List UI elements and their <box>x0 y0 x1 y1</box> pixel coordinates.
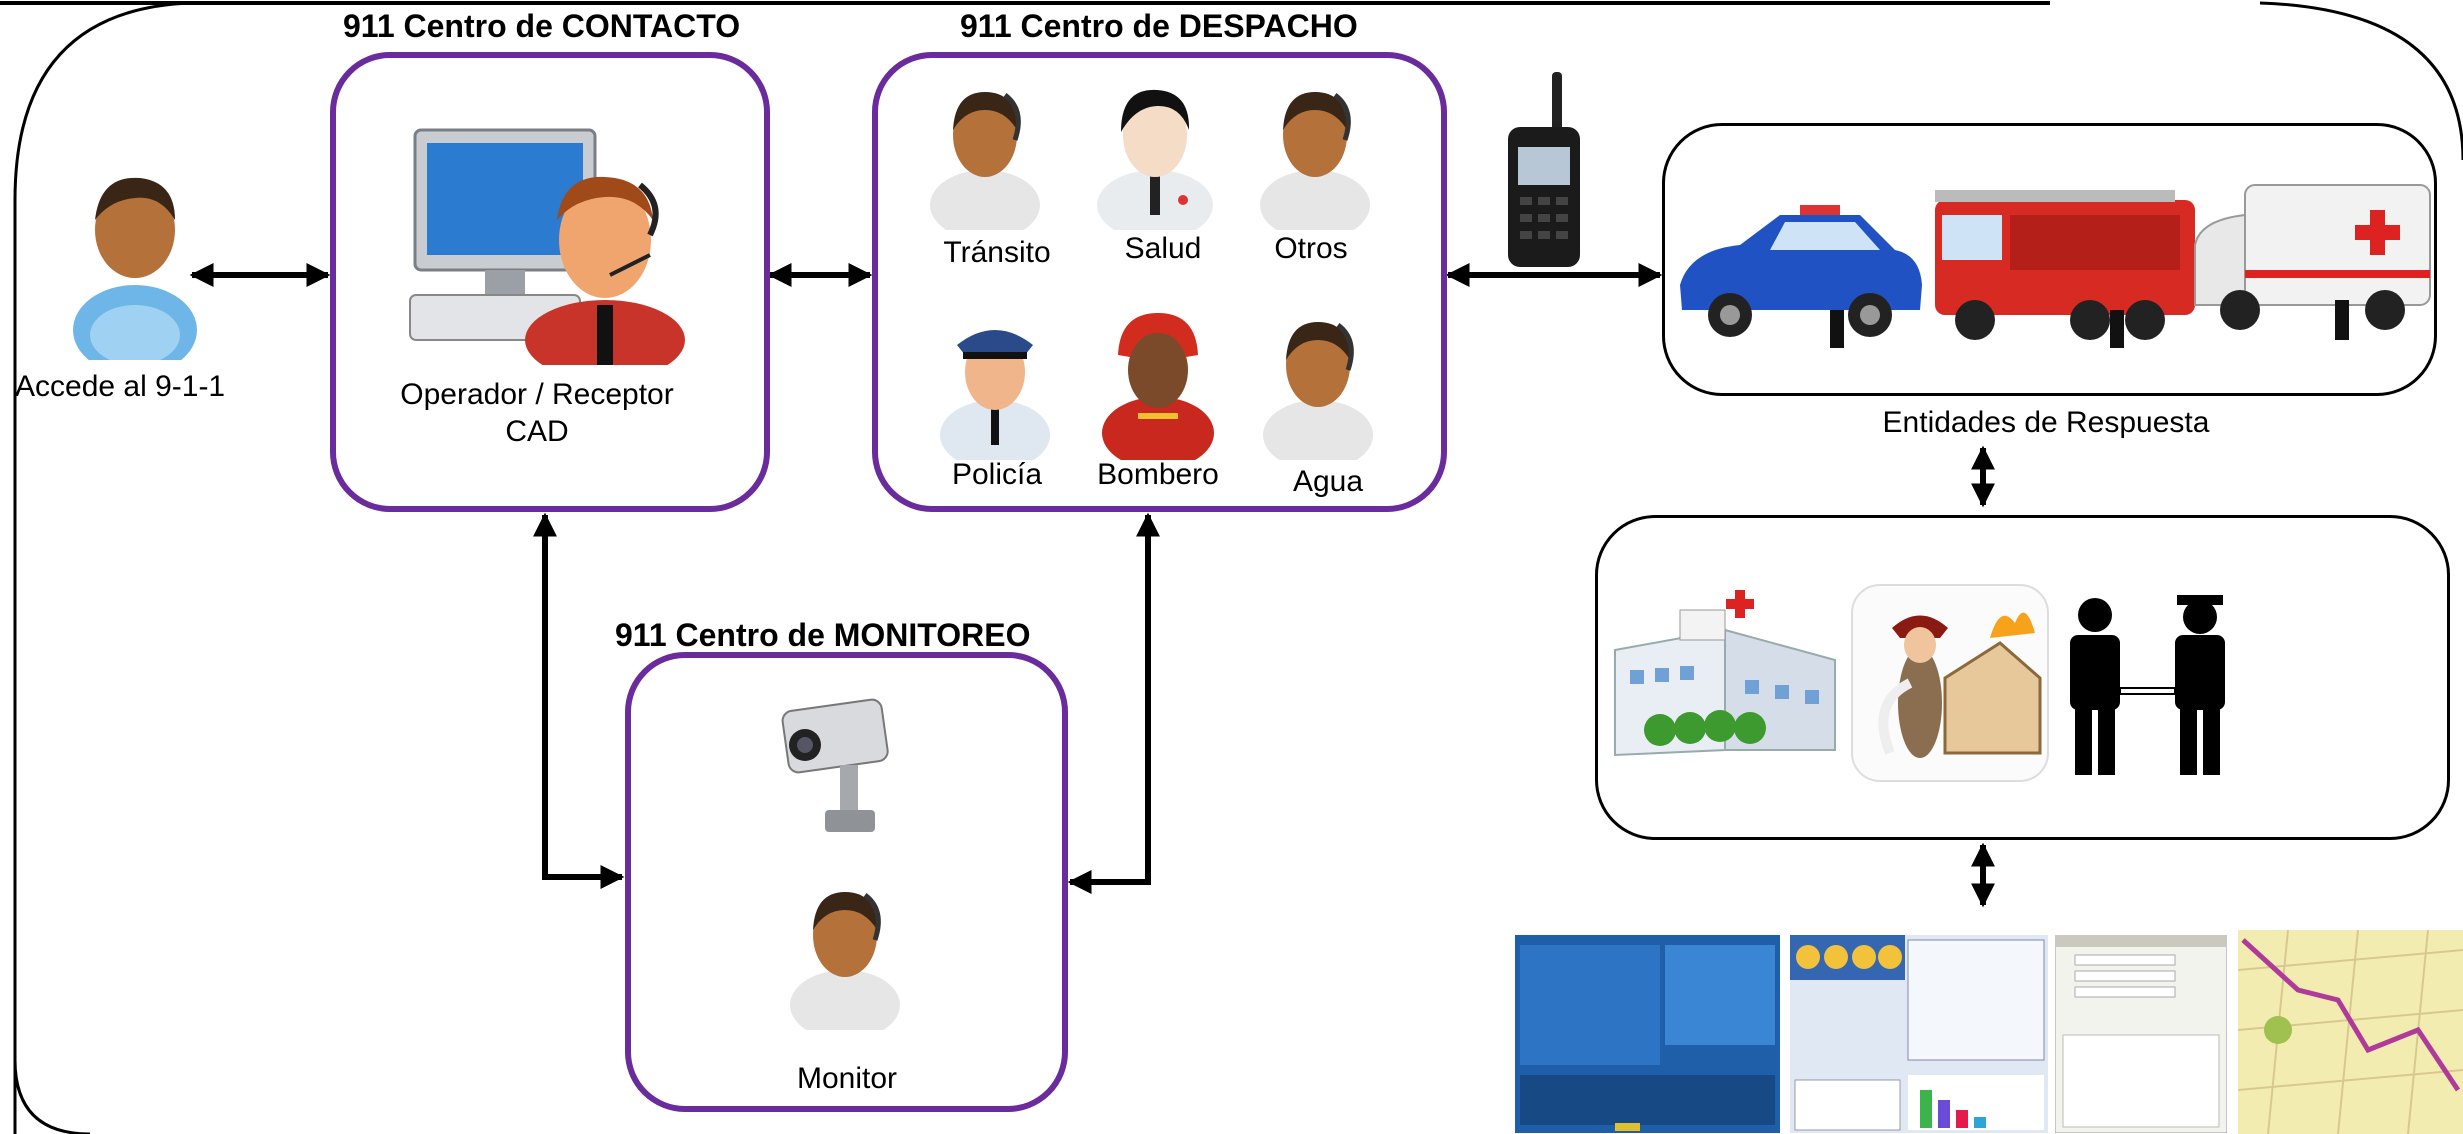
contacto-title: 911 Centro de CONTACTO <box>343 8 741 44</box>
operator-transito-icon <box>930 92 1040 230</box>
security-camera-icon <box>781 698 889 832</box>
cad-screen-3 <box>2055 935 2227 1133</box>
otros-label: Otros <box>1274 232 1348 265</box>
hospital-icon <box>1614 590 1836 757</box>
radio-icon <box>1508 72 1580 267</box>
police-car-icon <box>1680 205 1922 348</box>
operator-agua-icon <box>1263 322 1373 460</box>
cad-label: CAD <box>505 415 569 448</box>
transito-label: Tránsito <box>943 236 1051 269</box>
operator-label: Operador / Receptor <box>400 378 674 411</box>
doctor-salud-icon <box>1097 89 1213 230</box>
arrow-despacho-monitoreo <box>1067 512 1160 894</box>
agua-label: Agua <box>1292 465 1364 498</box>
entidades-label: Entidades de Respuesta <box>1882 406 2210 439</box>
map-screen <box>2238 930 2463 1134</box>
monitoreo-title: 911 Centro de MONITOREO <box>615 617 1031 653</box>
bombero-label: Bombero <box>1097 458 1219 491</box>
ambulance-icon <box>2194 184 2431 340</box>
police-officer-icon <box>940 330 1050 460</box>
cad-screen-2 <box>1790 935 2048 1133</box>
cad-screen-1 <box>1515 935 1780 1133</box>
contacto-center-box <box>330 52 770 512</box>
monitor-label: Monitor <box>796 1062 898 1095</box>
arrest-icon <box>2070 595 2225 775</box>
firefighter-bombero-icon <box>1102 313 1214 460</box>
caller-label: Accede al 9-1-1 <box>15 370 226 403</box>
operator-computer-icon <box>409 128 685 365</box>
despacho-title: 911 Centro de DESPACHO <box>960 8 1358 44</box>
policia-label: Policía <box>951 458 1043 491</box>
fire-truck-icon <box>1935 190 2195 348</box>
salud-label: Salud <box>1124 232 1202 265</box>
person-icon <box>73 177 197 360</box>
operator-otros-icon <box>1260 92 1370 230</box>
firefighter-icon <box>1851 584 2049 782</box>
operator-monitor-icon <box>790 892 900 1030</box>
arrow-contacto-monitoreo <box>533 512 625 889</box>
